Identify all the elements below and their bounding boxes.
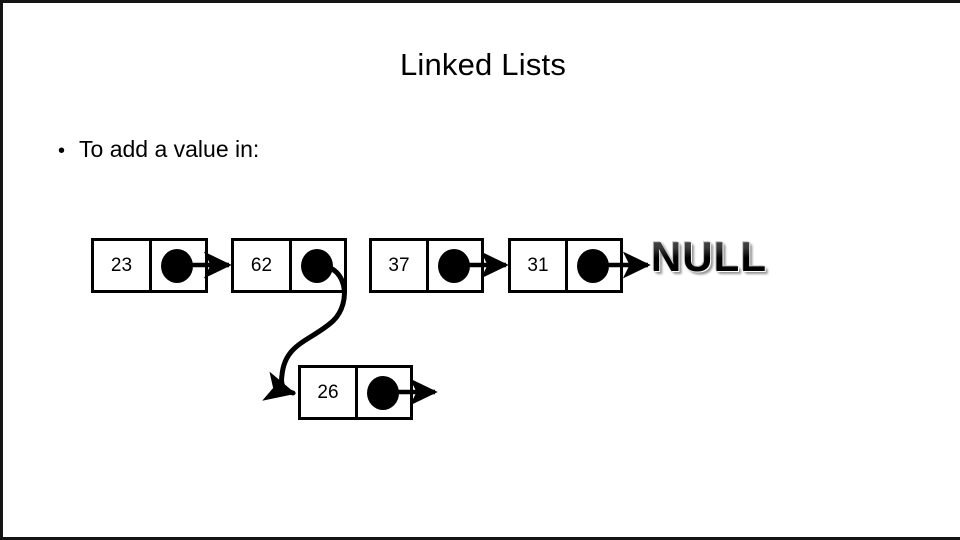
bullet-marker-icon: • bbox=[58, 140, 66, 162]
null-terminator-label: NULL bbox=[651, 233, 767, 280]
node-value-cell: 31 bbox=[511, 241, 565, 290]
bullet-item-label: To add a value in: bbox=[79, 136, 260, 162]
list-node-26: 26 bbox=[298, 365, 413, 420]
node-pointer-cell bbox=[425, 241, 481, 290]
node-pointer-cell bbox=[354, 368, 410, 417]
pointer-dot-icon bbox=[366, 375, 399, 410]
node-value-text: 37 bbox=[388, 254, 410, 276]
node-pointer-cell bbox=[148, 241, 205, 290]
node-value-text: 62 bbox=[250, 254, 273, 276]
list-node-62: 62 bbox=[231, 238, 347, 293]
node-value-text: 31 bbox=[527, 254, 549, 276]
node-value-text: 26 bbox=[317, 381, 339, 403]
node-pointer-cell bbox=[564, 241, 620, 290]
pointer-dot-icon bbox=[300, 248, 333, 283]
pointer-dot-icon bbox=[576, 248, 609, 283]
pointer-dot-icon bbox=[160, 248, 193, 283]
linked-list-diagram: 23 62 37 31 bbox=[3, 3, 960, 537]
node-value-text: 23 bbox=[110, 254, 133, 276]
node-value-cell: 62 bbox=[234, 241, 289, 290]
page-title: Linked Lists bbox=[399, 47, 567, 82]
list-node-31: 31 bbox=[508, 238, 623, 293]
list-node-37: 37 bbox=[369, 238, 484, 293]
list-node-23: 23 bbox=[91, 238, 208, 293]
node-value-cell: 37 bbox=[372, 241, 426, 290]
node-pointer-cell bbox=[288, 241, 344, 290]
node-value-cell: 26 bbox=[301, 368, 355, 417]
node-value-cell: 23 bbox=[94, 241, 149, 290]
pointer-dot-icon bbox=[437, 248, 470, 283]
bullet-list-item: • To add a value in: bbox=[58, 136, 259, 163]
